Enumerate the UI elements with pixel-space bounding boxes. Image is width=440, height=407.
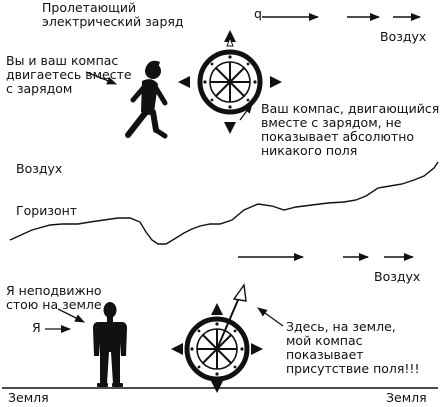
air-label-left: Воздух (16, 161, 63, 176)
charge-title-line2: электрический заряд (42, 14, 184, 29)
air-label-bottom-right: Воздух (374, 269, 421, 284)
charge-title: Пролетающий электрический заряд (42, 1, 184, 29)
ground-compass-line2: мой компас (286, 333, 363, 348)
charge-symbol: q (254, 6, 262, 21)
you-move-line1: Вы и ваш компас (6, 53, 119, 68)
moving-compass-line4: никакого поля (261, 143, 358, 158)
moving-compass-line3: показывает абсолютно (261, 129, 415, 144)
ground-compass-line3: показывает (286, 347, 364, 362)
you-move-line2: двигаетесь вместе (6, 67, 132, 82)
pointer-arrow-you (85, 71, 117, 85)
compass-icon (171, 283, 263, 393)
moving-compass-caption: Ваш компас, двигающийся вместе с зарядом… (261, 102, 439, 158)
air-label-top: Воздух (380, 29, 427, 44)
moving-compass-line1: Ваш компас, двигающийся (261, 101, 440, 116)
standing-person-icon (93, 302, 127, 387)
ground-compass-line1: Здесь, на земле, (286, 319, 396, 334)
horizon-line (9, 161, 439, 245)
earth-label-left: Земля (8, 390, 49, 405)
standing-line2: стою на земле (6, 297, 102, 312)
you-move-caption: Вы и ваш компас двигаетесь вместе с заря… (6, 54, 132, 96)
pointer-arrow-ground-compass (257, 307, 284, 327)
earth-label-right: Земля (386, 390, 427, 405)
pointer-arrow-standing (45, 308, 85, 333)
charge-title-line1: Пролетающий (42, 0, 137, 15)
ground-compass-line4: присутствие поля!!! (286, 361, 420, 376)
flying-person-icon (125, 60, 168, 139)
standing-caption: Я неподвижно стою на земле (6, 284, 102, 312)
ground-compass-caption: Здесь, на земле, мой компас показывает п… (286, 320, 419, 376)
moving-compass-line2: вместе с зарядом, не (261, 115, 402, 130)
me-label: Я (32, 320, 41, 335)
pointer-arrow-moving-compass (239, 103, 253, 121)
horizon-label: Горизонт (16, 203, 78, 218)
you-move-line3: с зарядом (6, 81, 73, 96)
standing-line1: Я неподвижно (6, 283, 102, 298)
compass-icon (178, 30, 282, 134)
